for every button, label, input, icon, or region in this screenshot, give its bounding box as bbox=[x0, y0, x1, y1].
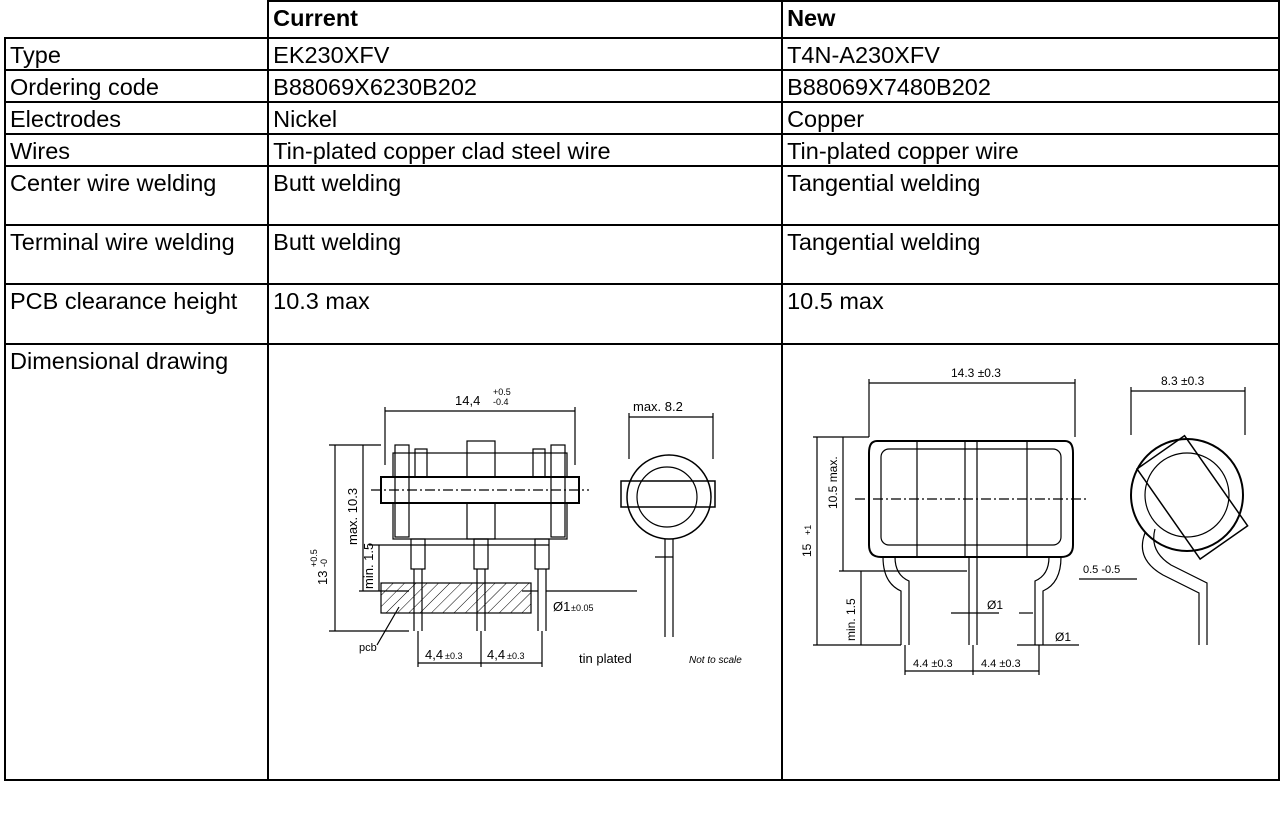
dim-height-total-tol-minus: -0 bbox=[319, 559, 329, 567]
row-label: Ordering code bbox=[3, 69, 270, 103]
comparison-table: Current New Type EK230XFV T4N-A230XFV Or… bbox=[3, 0, 1280, 781]
cell-current: Nickel bbox=[267, 101, 784, 135]
row-label: PCB clearance height bbox=[3, 283, 270, 345]
cell-current: 10.3 max bbox=[267, 283, 784, 345]
dim-height-max: max. 10.3 bbox=[345, 488, 360, 545]
finish-label: tin plated bbox=[579, 651, 632, 666]
cell-current: EK230XFV bbox=[267, 37, 784, 71]
table-row: Terminal wire welding Butt welding Tange… bbox=[3, 224, 1280, 285]
cell-current: Tin-plated copper clad steel wire bbox=[267, 133, 784, 167]
cell-new-drawing: 14.3 ±0.3 8.3 ±0.3 15 +1 10.5 max. min. … bbox=[781, 343, 1280, 781]
dim-height-total: 13 bbox=[315, 571, 330, 585]
cell-new: Tangential welding bbox=[781, 165, 1280, 226]
table-row: Electrodes Nickel Copper bbox=[3, 101, 1280, 135]
dim-offset: 0.5 -0.5 bbox=[1083, 564, 1120, 576]
cell-new: 10.5 max bbox=[781, 283, 1280, 345]
dim-width: 14,4 bbox=[455, 393, 480, 408]
dim-pitch-2: 4,4 bbox=[487, 647, 505, 662]
table-row: Center wire welding Butt welding Tangent… bbox=[3, 165, 1280, 226]
dim-height-total-tol: +1 bbox=[803, 525, 813, 535]
cell-current: Butt welding bbox=[267, 165, 784, 226]
header-row: Current New bbox=[5, 0, 1280, 39]
table-row: Type EK230XFV T4N-A230XFV bbox=[3, 37, 1280, 71]
header-new: New bbox=[781, 0, 1280, 39]
scale-note: Not to scale bbox=[689, 655, 742, 666]
blank-corner-cell bbox=[5, 1, 270, 39]
row-label: Type bbox=[3, 37, 270, 71]
dim-height-total-tol-plus: +0.5 bbox=[309, 549, 319, 567]
dim-pitch-1: 4.4 ±0.3 bbox=[913, 658, 953, 670]
row-label: Wires bbox=[3, 133, 270, 167]
cell-new: Copper bbox=[781, 101, 1280, 135]
pcb-label: pcb bbox=[359, 642, 377, 654]
dim-height-min: min. 1.5 bbox=[361, 543, 376, 589]
dim-side-width: 8.3 ±0.3 bbox=[1161, 374, 1205, 388]
cell-current: Butt welding bbox=[267, 224, 784, 285]
cell-new: Tin-plated copper wire bbox=[781, 133, 1280, 167]
row-label: Dimensional drawing bbox=[3, 343, 270, 781]
table-row: PCB clearance height 10.3 max 10.5 max bbox=[3, 283, 1280, 345]
table-row: Dimensional drawing bbox=[3, 343, 1280, 781]
dim-pitch-tol-1: ±0.3 bbox=[445, 651, 462, 661]
row-label: Terminal wire welding bbox=[3, 224, 270, 285]
cell-new: T4N-A230XFV bbox=[781, 37, 1280, 71]
cell-new: B88069X7480B202 bbox=[781, 69, 1280, 103]
dim-wire-diameter-tol: ±0.05 bbox=[571, 603, 593, 613]
dim-height-max: 10.5 max. bbox=[826, 456, 840, 509]
dim-wire-diameter-2: Ø1 bbox=[1055, 630, 1071, 644]
cell-current-drawing: 14,4 +0.5 -0.4 max. 8.2 13 +0.5 -0 max. … bbox=[267, 343, 784, 781]
table-row: Wires Tin-plated copper clad steel wire … bbox=[3, 133, 1280, 167]
dim-side-width: max. 8.2 bbox=[633, 399, 683, 414]
dim-height-total: 15 bbox=[800, 543, 814, 557]
dim-pitch-2: 4.4 ±0.3 bbox=[981, 658, 1021, 670]
cell-current: B88069X6230B202 bbox=[267, 69, 784, 103]
dim-pitch-tol-2: ±0.3 bbox=[507, 651, 524, 661]
dim-width-tol-plus: +0.5 bbox=[493, 387, 511, 397]
dim-wire-diameter: Ø1 bbox=[553, 599, 570, 614]
dim-height-min: min. 1.5 bbox=[844, 598, 858, 641]
row-label: Electrodes bbox=[3, 101, 270, 135]
dim-width: 14.3 ±0.3 bbox=[951, 366, 1001, 380]
row-label: Center wire welding bbox=[3, 165, 270, 226]
current-dimensional-drawing: 14,4 +0.5 -0.4 max. 8.2 13 +0.5 -0 max. … bbox=[309, 387, 742, 667]
table-row: Ordering code B88069X6230B202 B88069X748… bbox=[3, 69, 1280, 103]
header-current: Current bbox=[267, 0, 784, 39]
dim-width-tol-minus: -0.4 bbox=[493, 397, 509, 407]
dim-wire-diameter-1: Ø1 bbox=[987, 598, 1003, 612]
dim-pitch-1: 4,4 bbox=[425, 647, 443, 662]
cell-new: Tangential welding bbox=[781, 224, 1280, 285]
new-dimensional-drawing: 14.3 ±0.3 8.3 ±0.3 15 +1 10.5 max. min. … bbox=[800, 366, 1249, 675]
